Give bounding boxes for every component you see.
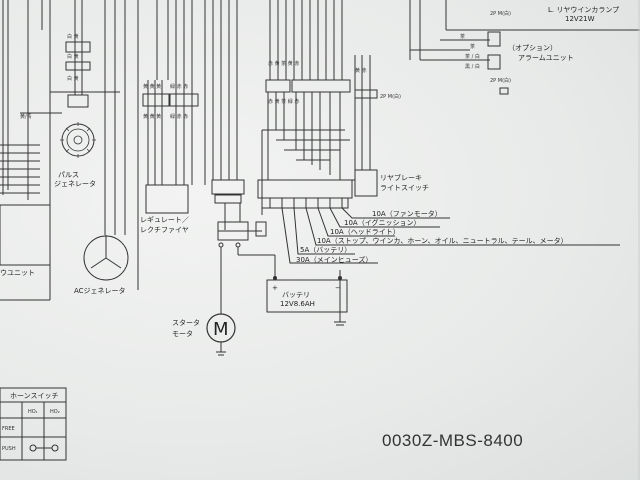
fuse-label-5: 5A（バッテリ） (300, 246, 351, 254)
rear-lamp-alarm: 茶 茶 茶 / 白 黒 / 白 2P M(白) 2P M(白) L. リヤウイン… (409, 0, 640, 95)
starter-label-2: モータ (172, 329, 193, 338)
fuse-label-4: 10A（ストップ、ウインカ、ホーン、オイル、ニュートラル、テール、メータ） (317, 236, 568, 245)
regulator-label-2: レクチファイヤ (140, 226, 189, 234)
horn-row-push: PUSH (2, 446, 16, 452)
svg-text:黄 赤: 黄 赤 (355, 67, 367, 74)
svg-text:茶: 茶 (460, 33, 465, 40)
pulse-gen-label-2: ジェネレータ (54, 179, 96, 188)
svg-text:2P M(白): 2P M(白) (490, 10, 511, 17)
horn-switch-title: ホーンスイッチ (10, 392, 59, 400)
svg-text:緑 赤 赤: 緑 赤 赤 (170, 113, 188, 120)
horn-switch-table: ホーンスイッチ HO₁ HO₂ FREE PUSH (0, 387, 67, 461)
ac-generator: ACジェネレータ (74, 0, 129, 295)
battery-minus: − (335, 284, 341, 292)
pulse-gen-label-1: パルス (58, 171, 79, 179)
starter-group: M スタータ モータ (172, 0, 275, 356)
motor-letter: M (213, 319, 229, 340)
pulse-connector-group: 白 黄 白 黄 白 黄 パルス ジェネレータ (54, 0, 96, 188)
fuse-label-2: 10A（イグニッション） (344, 218, 421, 227)
svg-text:茶 / 白: 茶 / 白 (465, 53, 480, 60)
alarm-unit-label: アラームユニット (518, 54, 574, 62)
svg-text:白 黄: 白 黄 (67, 33, 79, 40)
unit-left-label: ウユニット (0, 269, 35, 277)
part-number: 0030Z-MBS-8400 (382, 431, 523, 450)
svg-text:黄/青: 黄/青 (20, 113, 32, 120)
svg-text:白 黄: 白 黄 (67, 75, 79, 82)
svg-text:黒 / 白: 黒 / 白 (465, 63, 480, 70)
rear-lamp-label: L. リヤウインカランプ (548, 6, 619, 14)
rear-lamp-spec: 12V21W (565, 15, 595, 23)
horn-row-free: FREE (2, 426, 15, 432)
svg-text:黄 黄 黄: 黄 黄 黄 (143, 83, 161, 90)
horn-col-ho1: HO₁ (28, 409, 38, 415)
ac-gen-label: ACジェネレータ (74, 286, 126, 295)
battery-label: バッテリ (282, 291, 310, 299)
svg-text:黄 黄 黄: 黄 黄 黄 (143, 113, 161, 120)
battery-plus: + (272, 284, 278, 292)
regulator-label-1: レギュレート／ (140, 216, 189, 224)
fuse-box: 赤 黄 茶 黄 赤 赤 黄 茶 緑 赤 黄 赤 2P M(白) (257, 0, 429, 215)
rear-brake-label-2: ライトスイッチ (380, 184, 429, 192)
rear-brake-label-1: リヤブレーキ (380, 173, 422, 182)
starter-label-1: スタータ (172, 318, 200, 327)
fuse-labels: 10A（ファンモータ） 10A（イグニッション） 10A（ヘッドライト） 10A… (296, 209, 568, 264)
fuse-label-6: 30A（メインヒューズ） (296, 255, 372, 264)
fuse-label-3: 10A（ヘッドライト） (330, 228, 400, 236)
left-harness: ウユニット 黄/青 (0, 0, 120, 301)
fuse-label-1: 10A（ファンモータ） (372, 209, 442, 218)
svg-text:白 黄: 白 黄 (67, 53, 79, 60)
alarm-option-label: （オプション） (508, 44, 557, 52)
battery-spec: 12V8.6AH (280, 300, 315, 308)
horn-col-ho2: HO₂ (50, 409, 60, 415)
svg-text:2P M(白): 2P M(白) (490, 77, 511, 84)
svg-text:茶: 茶 (470, 43, 475, 50)
battery: バッテリ 12V8.6AH + − (266, 255, 348, 326)
svg-text:赤 黄 茶 黄 赤: 赤 黄 茶 黄 赤 (268, 60, 299, 67)
regulator-group: 黄 黄 黄 緑 赤 赤 黄 黄 黄 緑 赤 赤 レギュレート／ レクチファイヤ (140, 0, 199, 234)
fuse-leaders (281, 207, 620, 264)
svg-text:緑 赤 赤: 緑 赤 赤 (170, 83, 188, 90)
svg-text:2P M(白): 2P M(白) (380, 93, 401, 100)
